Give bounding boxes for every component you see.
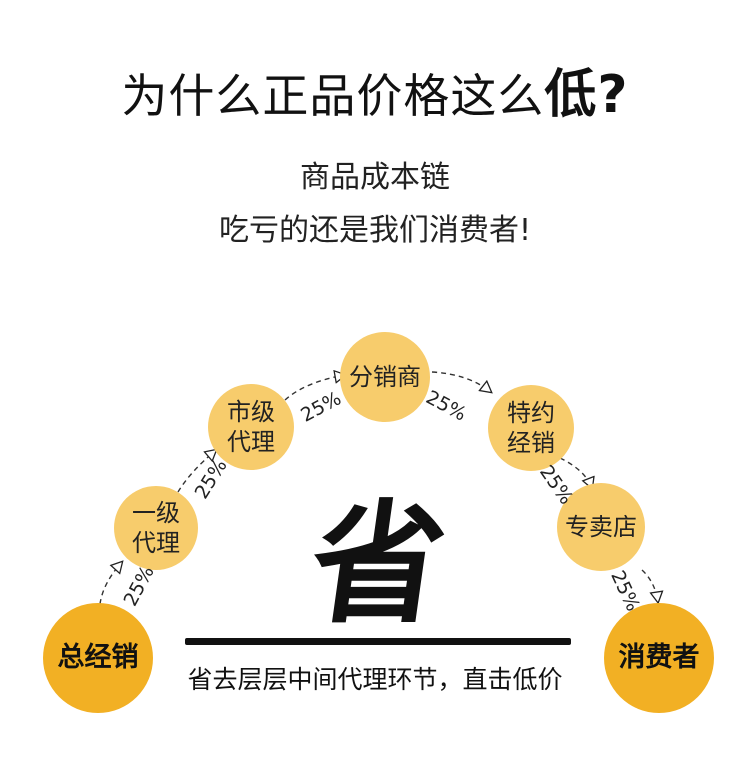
node-level1-agent: 一级 代理: [114, 486, 198, 570]
caption: 省去层层中间代理环节，直击低价: [187, 665, 563, 694]
arrow-distributor-to-special: [431, 371, 491, 392]
node-general-dealer: 总经销: [43, 603, 153, 713]
page-title: 为什么正品价格这么低?: [0, 52, 750, 127]
node-distributor: 分销商: [340, 332, 430, 422]
subtitle-line-1: 商品成本链: [300, 160, 450, 195]
node-city-agent: 市级 代理: [208, 384, 294, 470]
node-store: 专卖店: [557, 483, 645, 571]
arrow-store-to-consumer: [641, 569, 658, 602]
title-emphasis: 低?: [544, 65, 629, 125]
divider-bar: [185, 638, 571, 645]
arrow-general-to-level1: [99, 562, 122, 605]
arrow-city-to-distributor: [284, 375, 345, 401]
title-main: 为什么正品价格这么: [121, 69, 545, 123]
arrow-level1-to-city: [177, 450, 216, 493]
node-special-dealer: 特约 经销: [488, 385, 574, 471]
save-calligraphy: 省: [301, 487, 455, 642]
arrow-special-to-store: [559, 457, 592, 488]
subtitle-line-2: 吃亏的还是我们消费者!: [218, 213, 532, 248]
node-consumer: 消费者: [604, 603, 714, 713]
